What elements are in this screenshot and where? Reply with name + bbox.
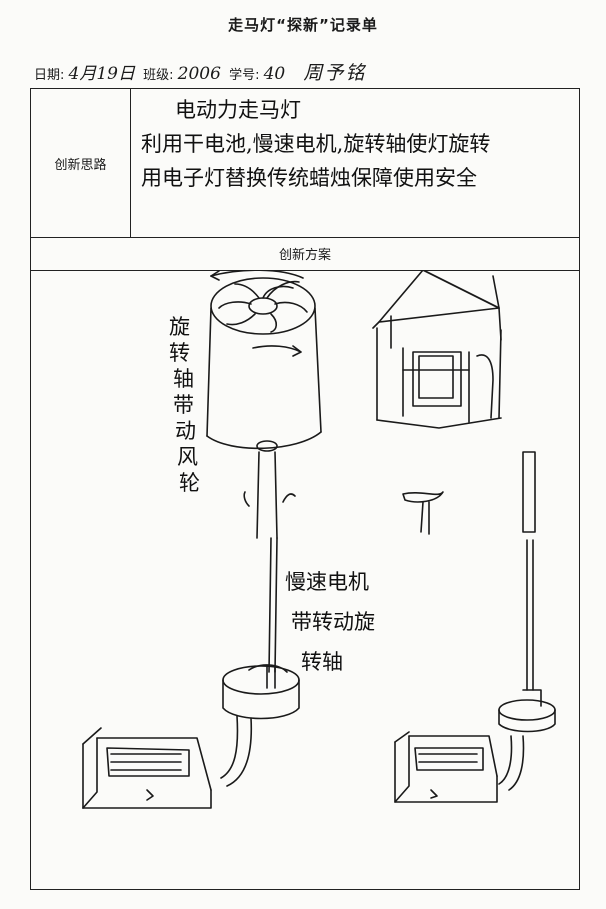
right-motor [499,690,555,790]
number-value: 40 [264,64,286,84]
date-value: 4月19日 [69,64,135,84]
annotation-char: 带 [173,392,200,418]
idea-line: 电动力走马灯 [141,93,571,127]
record-table: 创新思路 电动力走马灯 利用干电池,慢速电机,旋转轴使灯旋转 用电子灯替换传统蜡… [30,88,580,890]
annotation-char: 风 [177,444,200,470]
ideas-text: 电动力走马灯 利用干电池,慢速电机,旋转轴使灯旋转 用电子灯替换传统蜡烛保障使用… [141,93,571,195]
annotation-line: 转轴 [301,642,375,682]
idea-line: 用电子灯替换传统蜡烛保障使用安全 [141,161,571,195]
idea-line: 利用干电池,慢速电机,旋转轴使灯旋转 [141,127,571,161]
annotation-char: 动 [175,418,200,444]
right-shaft [523,452,535,690]
annotation-char: 轴 [173,366,200,392]
lantern-base [403,492,443,502]
annotation-line: 带转动旋 [291,602,375,642]
class-value: 2006 [178,64,221,84]
lampshade [207,308,321,448]
fan-wheel [211,278,315,334]
page-title: 走马灯“探新”记录单 [0,14,606,35]
plan-drawing-area: 旋 转 轴 带 动 风 轮 慢速电机 带转动旋 转轴 [31,270,579,889]
annotation-char: 旋 [169,314,200,340]
annotation-char: 转 [169,340,200,366]
class-label: 班级: [143,68,173,83]
plan-label: 创新方案 [31,237,579,271]
date-label: 日期: [34,68,64,83]
battery-box [83,728,211,808]
motor-annotation: 慢速电机 带转动旋 转轴 [285,562,375,682]
meta-row: 日期: 4月19日 班级: 2006 学号: 40 周予铭 [34,58,366,85]
right-battery-box [395,732,497,802]
annotation-char: 轮 [179,470,200,496]
wire [221,716,237,778]
student-name: 周予铭 [303,62,366,84]
lantern-roof [373,270,501,348]
annotation-line: 慢速电机 [285,562,375,602]
shaft-annotation: 旋 转 轴 带 动 风 轮 [169,314,200,496]
number-label: 学号: [229,68,259,83]
ideas-row: 创新思路 电动力走马灯 利用干电池,慢速电机,旋转轴使灯旋转 用电子灯替换传统蜡… [31,89,579,238]
ideas-label: 创新思路 [31,89,131,237]
lantern-frame [377,328,501,428]
